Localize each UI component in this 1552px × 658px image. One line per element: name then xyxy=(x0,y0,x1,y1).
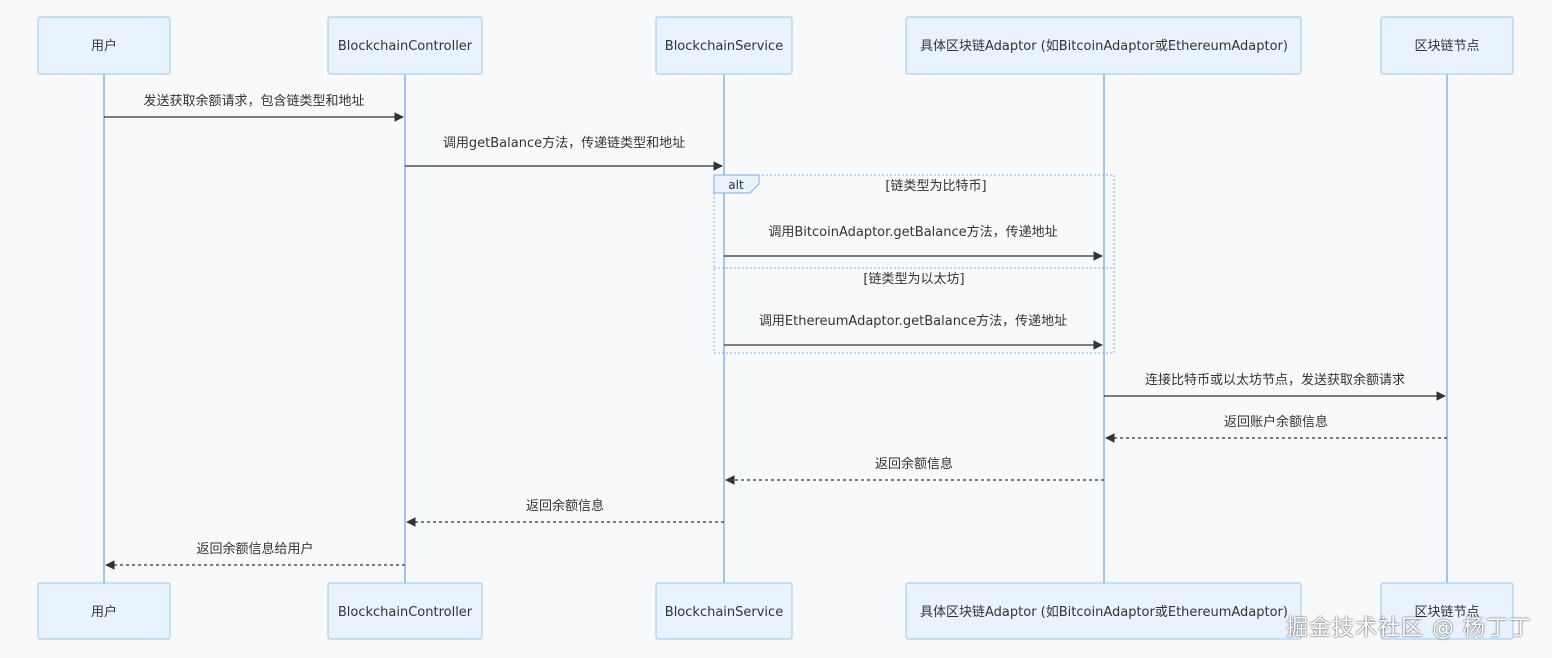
message-9: 返回余额信息给用户 xyxy=(105,541,405,570)
message-label: 调用BitcoinAdaptor.getBalance方法，传递地址 xyxy=(768,224,1057,240)
message-5: 连接比特币或以太坊节点，发送获取余额请求 xyxy=(1104,372,1446,401)
participant-label: 区块链节点 xyxy=(1414,605,1479,620)
participant-label: 区块链节点 xyxy=(1414,39,1479,54)
participant-adaptor-bottom[interactable]: 具体区块链Adaptor (如BitcoinAdaptor或EthereumAd… xyxy=(905,582,1302,640)
participant-controller-bottom[interactable]: BlockchainController xyxy=(327,582,483,640)
message-6: 返回账户余额信息 xyxy=(1105,414,1447,443)
message-3: 调用BitcoinAdaptor.getBalance方法，传递地址 xyxy=(724,224,1103,261)
participants-bottom: 用户 BlockchainController BlockchainServic… xyxy=(37,582,1514,640)
participant-adaptor-top[interactable]: 具体区块链Adaptor (如BitcoinAdaptor或EthereumAd… xyxy=(905,16,1302,75)
participant-service-top[interactable]: BlockchainService xyxy=(655,16,793,75)
participant-label: 具体区块链Adaptor (如BitcoinAdaptor或EthereumAd… xyxy=(920,38,1288,54)
message-label: 返回余额信息 xyxy=(526,498,604,514)
message-label: 调用EthereumAdaptor.getBalance方法，传递地址 xyxy=(759,313,1067,329)
participant-label: BlockchainController xyxy=(338,605,473,620)
alt-frame: alt [链类型为比特币] [链类型为以太坊] xyxy=(713,174,1115,354)
message-8: 返回余额信息 xyxy=(406,498,724,527)
participant-label: 用户 xyxy=(91,38,117,54)
participant-label: 用户 xyxy=(91,604,117,620)
alt-frame-keyword: alt xyxy=(728,178,744,192)
participant-label: 具体区块链Adaptor (如BitcoinAdaptor或EthereumAd… xyxy=(920,604,1288,620)
message-label: 返回余额信息给用户 xyxy=(196,541,313,557)
participants-top: 用户 BlockchainController BlockchainServic… xyxy=(37,16,1514,75)
message-1: 发送获取余额请求，包含链类型和地址 xyxy=(104,93,404,122)
lifelines xyxy=(103,74,1448,583)
alt-condition-bitcoin: [链类型为比特币] xyxy=(885,179,986,194)
message-label: 发送获取余额请求，包含链类型和地址 xyxy=(143,93,364,109)
participant-node-bottom[interactable]: 区块链节点 xyxy=(1380,582,1514,640)
participant-label: BlockchainService xyxy=(665,39,783,54)
message-7: 返回余额信息 xyxy=(725,456,1104,485)
message-4: 调用EthereumAdaptor.getBalance方法，传递地址 xyxy=(724,313,1103,350)
alt-frame-label-box xyxy=(713,174,760,194)
participant-node-top[interactable]: 区块链节点 xyxy=(1380,16,1514,75)
participant-label: BlockchainService xyxy=(665,605,783,620)
message-label: 连接比特币或以太坊节点，发送获取余额请求 xyxy=(1145,372,1405,388)
alt-condition-ethereum: [链类型为以太坊] xyxy=(863,272,964,287)
participant-user-bottom[interactable]: 用户 xyxy=(37,582,171,640)
message-2: 调用getBalance方法，传递链类型和地址 xyxy=(405,135,723,171)
participant-label: BlockchainController xyxy=(338,39,473,54)
message-label: 调用getBalance方法，传递链类型和地址 xyxy=(443,135,685,151)
messages: 发送获取余额请求，包含链类型和地址 调用getBalance方法，传递链类型和地… xyxy=(104,93,1447,570)
message-label: 返回余额信息 xyxy=(875,456,953,472)
message-label: 返回账户余额信息 xyxy=(1224,414,1328,430)
participant-service-bottom[interactable]: BlockchainService xyxy=(655,582,793,640)
participant-controller-top[interactable]: BlockchainController xyxy=(327,16,483,75)
participant-user-top[interactable]: 用户 xyxy=(37,16,171,75)
watermark: 掘金技术社区 @ 杨丁丁 xyxy=(1286,616,1532,641)
alt-frame-border xyxy=(713,174,1115,354)
